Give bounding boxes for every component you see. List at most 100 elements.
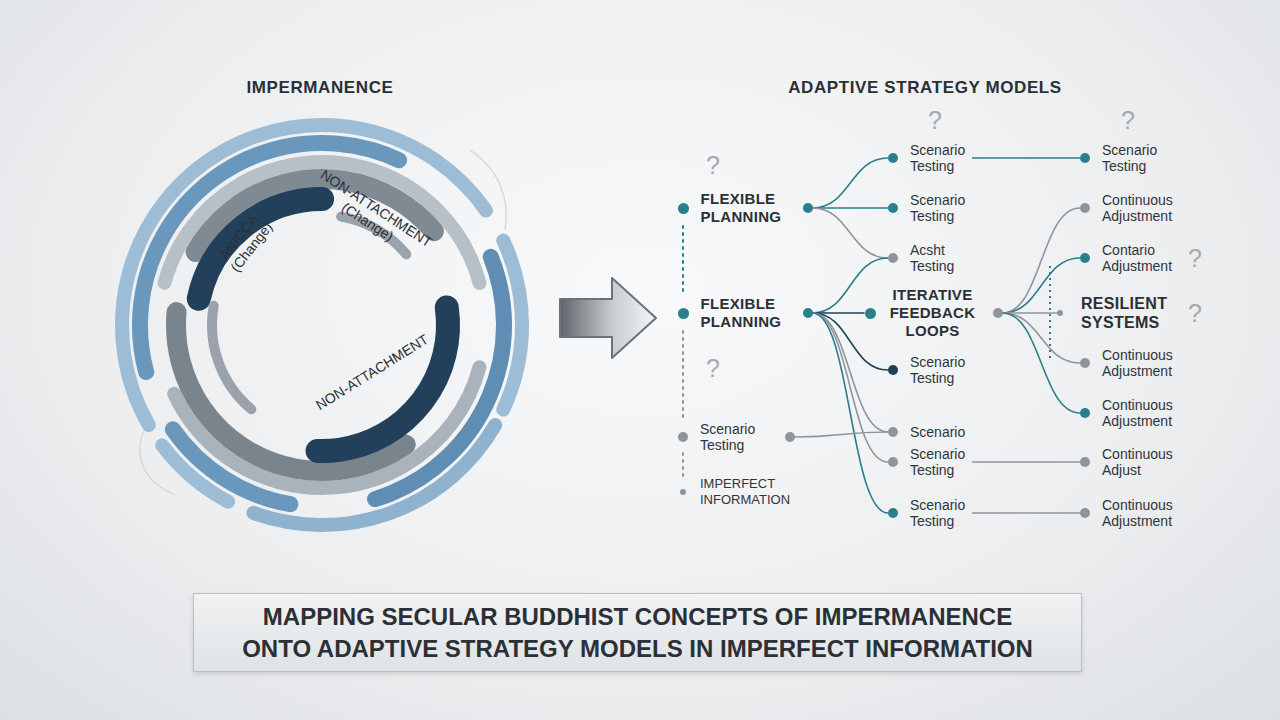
node-dot <box>1080 358 1090 368</box>
item-text-group: Continuous Adjustment <box>1102 192 1180 224</box>
item-label: Scenario <box>910 424 972 440</box>
strategy-item: RESILIENT SYSTEMS <box>1057 294 1171 332</box>
strategy-item: Continuous Adjustment <box>1080 347 1180 379</box>
item-text-group: Scenario Testing <box>910 497 972 529</box>
branch-connector <box>813 313 889 370</box>
item-label: Scenario Testing <box>910 192 972 224</box>
node-dot <box>1080 253 1090 263</box>
strategy-item: Acsht Testing <box>888 242 972 274</box>
item-label: ITERATIVE FEEDBACK LOOPS <box>888 286 978 340</box>
node-dot <box>888 508 898 518</box>
strategy-item: FLEXIBLE PLANNING <box>678 190 813 226</box>
item-label: Continuous Adjustment <box>1102 347 1180 379</box>
node-dot <box>888 253 898 263</box>
item-text-group: Continuous Adjustment <box>1102 347 1180 379</box>
branch-connector <box>972 512 1080 514</box>
strategy-item: Scenario Testing <box>1080 142 1164 174</box>
node-dot <box>888 365 898 375</box>
item-label: Scenario Testing <box>700 421 762 453</box>
question-mark: ? <box>1188 299 1202 327</box>
item-label: IMPERFECT INFORMATION <box>700 476 810 508</box>
item-label: FLEXIBLE PLANNING <box>701 295 801 331</box>
strategy-item: Scenario Testing <box>888 497 972 529</box>
ring-arc <box>100 60 545 540</box>
item-label: Scenario Testing <box>910 142 972 174</box>
ring-arc <box>100 102 545 540</box>
item-text-group: Scenario Testing <box>1102 142 1164 174</box>
ring-arc <box>100 60 545 540</box>
dotted-connector <box>682 331 684 421</box>
strategy-item: Scenario Testing <box>678 421 795 453</box>
item-text-group: Scenario Testing <box>910 192 972 224</box>
question-mark: ? <box>928 106 942 134</box>
node-dot <box>1057 310 1063 316</box>
branch-connector <box>795 432 888 437</box>
item-text-group: ITERATIVE FEEDBACK LOOPS <box>888 286 978 340</box>
branch-connector <box>972 157 1080 159</box>
item-text-group: Continuous Adjust <box>1102 446 1180 478</box>
section-heading: ADAPTIVE STRATEGY MODELS <box>788 78 1062 98</box>
item-text-group: Continuous Adjustment <box>1102 397 1180 429</box>
strategy-item: Scenario Testing <box>888 354 972 386</box>
question-mark: ? <box>1121 106 1135 134</box>
ring-arc <box>180 183 465 468</box>
branch-connector <box>1003 258 1081 313</box>
item-text-group: FLEXIBLE PLANNING <box>701 190 801 226</box>
branch-connector <box>1003 313 1081 413</box>
ring-arc <box>100 88 545 540</box>
branch-connector <box>813 207 889 209</box>
item-text-group: Contario Adjustment <box>1102 242 1180 274</box>
node-dot <box>888 427 898 437</box>
node-dot <box>888 203 898 213</box>
node-dot <box>680 489 686 495</box>
junction-dot <box>785 432 795 442</box>
strategy-item: Scenario Testing <box>888 142 972 174</box>
item-label: Continuous Adjust <box>1102 446 1180 478</box>
node-dot <box>678 203 689 214</box>
ring-arc <box>100 60 545 540</box>
strategy-item: Contario Adjustment <box>1080 242 1180 274</box>
strategy-item: Scenario <box>888 424 972 440</box>
branch-connector <box>813 313 889 462</box>
node-dot <box>888 457 898 467</box>
item-text-group: Acsht Testing <box>910 242 972 274</box>
item-text-group: Scenario Testing <box>910 446 972 478</box>
ring-arc <box>167 170 477 480</box>
junction-dot <box>803 203 813 213</box>
node-dot <box>1080 153 1090 163</box>
item-label: Scenario Testing <box>910 354 972 386</box>
item-text-group: RESILIENT SYSTEMS <box>1081 294 1171 332</box>
item-text-group: Scenario <box>910 424 972 440</box>
branch-connector <box>1003 313 1081 363</box>
item-label: FLEXIBLE PLANNING <box>701 190 801 226</box>
item-label: Contario Adjustment <box>1102 242 1180 274</box>
impermanence-circle: IMPERMANENCEANICCA (Change)NON-ATTACHMEN… <box>100 60 545 540</box>
impermanence-ring <box>100 60 545 540</box>
junction-dot <box>803 308 813 318</box>
junction-dot <box>993 308 1003 318</box>
item-label: Scenario Testing <box>1102 142 1164 174</box>
circle-heading: IMPERMANENCE <box>247 78 394 98</box>
strategy-item: IMPERFECT INFORMATION <box>680 476 810 508</box>
node-dot <box>1080 457 1090 467</box>
strategy-item: ITERATIVE FEEDBACK LOOPS <box>865 286 1003 340</box>
node-dot <box>678 432 688 442</box>
node-dot <box>888 153 898 163</box>
item-label: RESILIENT SYSTEMS <box>1081 294 1171 332</box>
strategy-item: Scenario Testing <box>888 192 972 224</box>
item-text-group: IMPERFECT INFORMATION <box>700 476 810 508</box>
item-label: Continuous Adjustment <box>1102 397 1180 429</box>
branch-connector <box>813 313 889 513</box>
branch-connector <box>972 461 1080 463</box>
item-label: Continuous Adjustment <box>1102 497 1180 529</box>
caption-text: MAPPING SECULAR BUDDHIST CONCEPTS OF IMP… <box>233 601 1043 665</box>
branch-connector <box>1003 208 1081 313</box>
strategy-item: Scenario Testing <box>888 446 972 478</box>
ring-arc <box>173 176 472 475</box>
strategy-item: Continuous Adjustment <box>1080 397 1180 429</box>
node-dot <box>865 308 876 319</box>
question-mark: ? <box>1188 244 1202 272</box>
strategy-item: Continuous Adjustment <box>1080 192 1180 224</box>
item-text-group: Scenario Testing <box>700 421 762 453</box>
